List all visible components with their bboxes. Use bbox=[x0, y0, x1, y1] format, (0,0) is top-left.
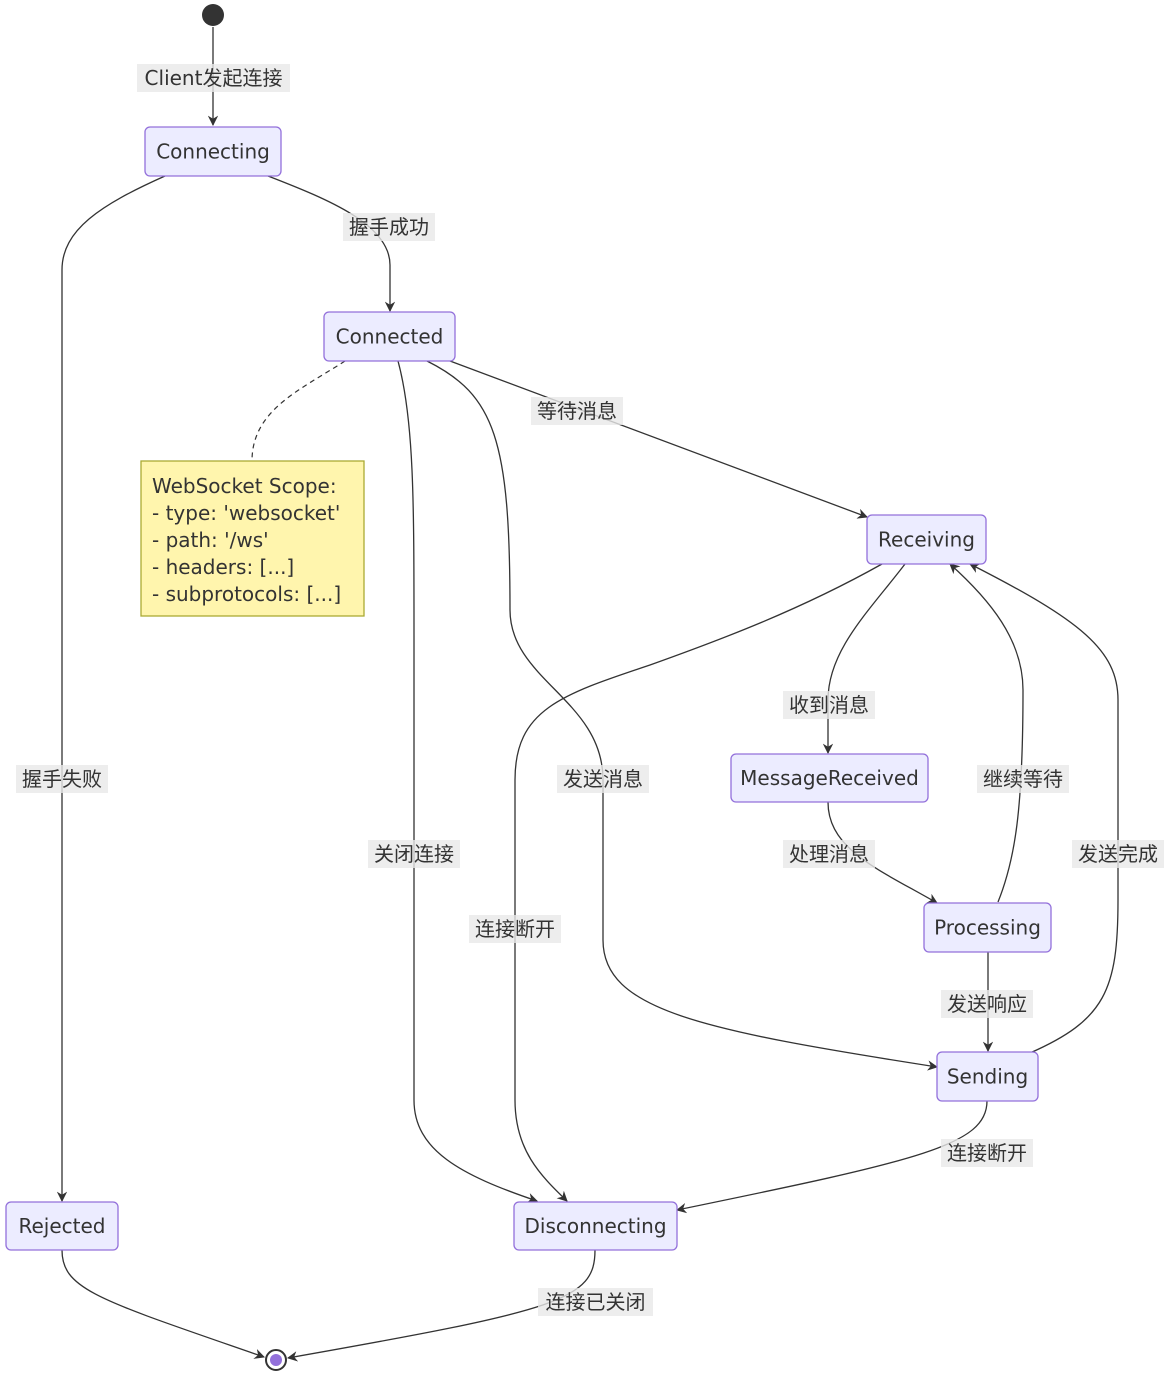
state-connecting: Connecting bbox=[144, 126, 282, 177]
label-receiving-to-message-received: 收到消息 bbox=[783, 691, 875, 719]
state-connected: Connected bbox=[323, 311, 456, 362]
svg-text:Client发起连接: Client发起连接 bbox=[145, 66, 283, 90]
svg-text:关闭连接: 关闭连接 bbox=[374, 842, 454, 866]
state-message-received-label: MessageReceived bbox=[740, 766, 919, 790]
edge-rejected-to-end bbox=[61, 1249, 265, 1359]
note-line-1: WebSocket Scope: bbox=[152, 474, 337, 498]
svg-text:连接断开: 连接断开 bbox=[947, 1141, 1027, 1165]
transitions bbox=[56, 27, 1119, 1362]
state-sending-label: Sending bbox=[947, 1065, 1028, 1089]
edge-receiving-to-disconnecting bbox=[514, 563, 883, 1202]
state-rejected-label: Rejected bbox=[18, 1214, 105, 1238]
label-processing-to-sending: 发送响应 bbox=[941, 990, 1033, 1018]
state-sending: Sending bbox=[936, 1051, 1039, 1102]
svg-text:握手失败: 握手失败 bbox=[22, 767, 102, 791]
label-connected-to-receiving: 等待消息 bbox=[531, 397, 623, 425]
label-start-to-connecting: Client发起连接 bbox=[137, 64, 290, 92]
edge-connected-to-sending bbox=[426, 360, 939, 1071]
note-line-5: - subprotocols: [...] bbox=[152, 582, 341, 606]
label-sending-to-receiving: 发送完成 bbox=[1072, 840, 1164, 868]
start-marker bbox=[202, 4, 224, 26]
edge-labels: Client发起连接 握手成功 握手失败 等待消息 发送消息 关闭连接 收到消息 bbox=[16, 64, 1164, 1316]
label-receiving-to-disconnecting: 连接断开 bbox=[469, 915, 561, 943]
label-connecting-to-rejected: 握手失败 bbox=[16, 765, 108, 793]
svg-text:握手成功: 握手成功 bbox=[349, 215, 429, 239]
svg-text:等待消息: 等待消息 bbox=[537, 399, 617, 423]
state-receiving-label: Receiving bbox=[878, 528, 975, 552]
note-line-4: - headers: [...] bbox=[152, 555, 294, 579]
svg-text:继续等待: 继续等待 bbox=[983, 767, 1063, 791]
state-disconnecting: Disconnecting bbox=[513, 1201, 678, 1251]
svg-text:连接已关闭: 连接已关闭 bbox=[546, 1290, 646, 1314]
state-message-received: MessageReceived bbox=[730, 753, 929, 803]
note-connector bbox=[251, 360, 346, 462]
edge-connecting-to-rejected bbox=[56, 175, 166, 1203]
svg-text:发送完成: 发送完成 bbox=[1078, 842, 1158, 866]
scope-note: WebSocket Scope: - type: 'websocket' - p… bbox=[140, 460, 365, 617]
state-disconnecting-label: Disconnecting bbox=[524, 1214, 666, 1238]
label-processing-to-receiving: 继续等待 bbox=[977, 765, 1069, 793]
label-connected-to-sending: 发送消息 bbox=[557, 765, 649, 793]
edge-connected-to-disconnecting bbox=[397, 360, 538, 1203]
svg-text:连接断开: 连接断开 bbox=[475, 917, 555, 941]
state-processing-label: Processing bbox=[934, 916, 1041, 940]
edge-sending-to-disconnecting bbox=[675, 1100, 988, 1214]
label-disconnecting-to-end: 连接已关闭 bbox=[538, 1288, 653, 1316]
label-connected-to-disconnecting: 关闭连接 bbox=[368, 840, 460, 868]
label-sending-to-disconnecting: 连接断开 bbox=[941, 1139, 1033, 1167]
state-connected-label: Connected bbox=[336, 325, 444, 349]
note-line-3: - path: '/ws' bbox=[152, 528, 269, 552]
state-receiving: Receiving bbox=[866, 514, 987, 565]
edge-sending-to-receiving bbox=[969, 563, 1119, 1054]
edge-connecting-to-connected bbox=[267, 175, 396, 313]
edge-connected-to-receiving bbox=[449, 360, 868, 519]
label-message-received-to-processing: 处理消息 bbox=[783, 840, 875, 868]
svg-text:处理消息: 处理消息 bbox=[789, 842, 869, 866]
state-processing: Processing bbox=[923, 902, 1052, 953]
edge-processing-to-receiving bbox=[949, 563, 1024, 903]
svg-text:收到消息: 收到消息 bbox=[789, 693, 869, 717]
note-line-2: - type: 'websocket' bbox=[152, 501, 340, 525]
svg-text:发送消息: 发送消息 bbox=[563, 767, 643, 791]
state-connecting-label: Connecting bbox=[156, 140, 270, 164]
edge-receiving-to-message-received bbox=[822, 563, 906, 755]
svg-text:发送响应: 发送响应 bbox=[947, 992, 1027, 1016]
end-marker bbox=[265, 1349, 287, 1371]
state-rejected: Rejected bbox=[5, 1201, 119, 1251]
label-connecting-to-connected: 握手成功 bbox=[343, 213, 435, 241]
